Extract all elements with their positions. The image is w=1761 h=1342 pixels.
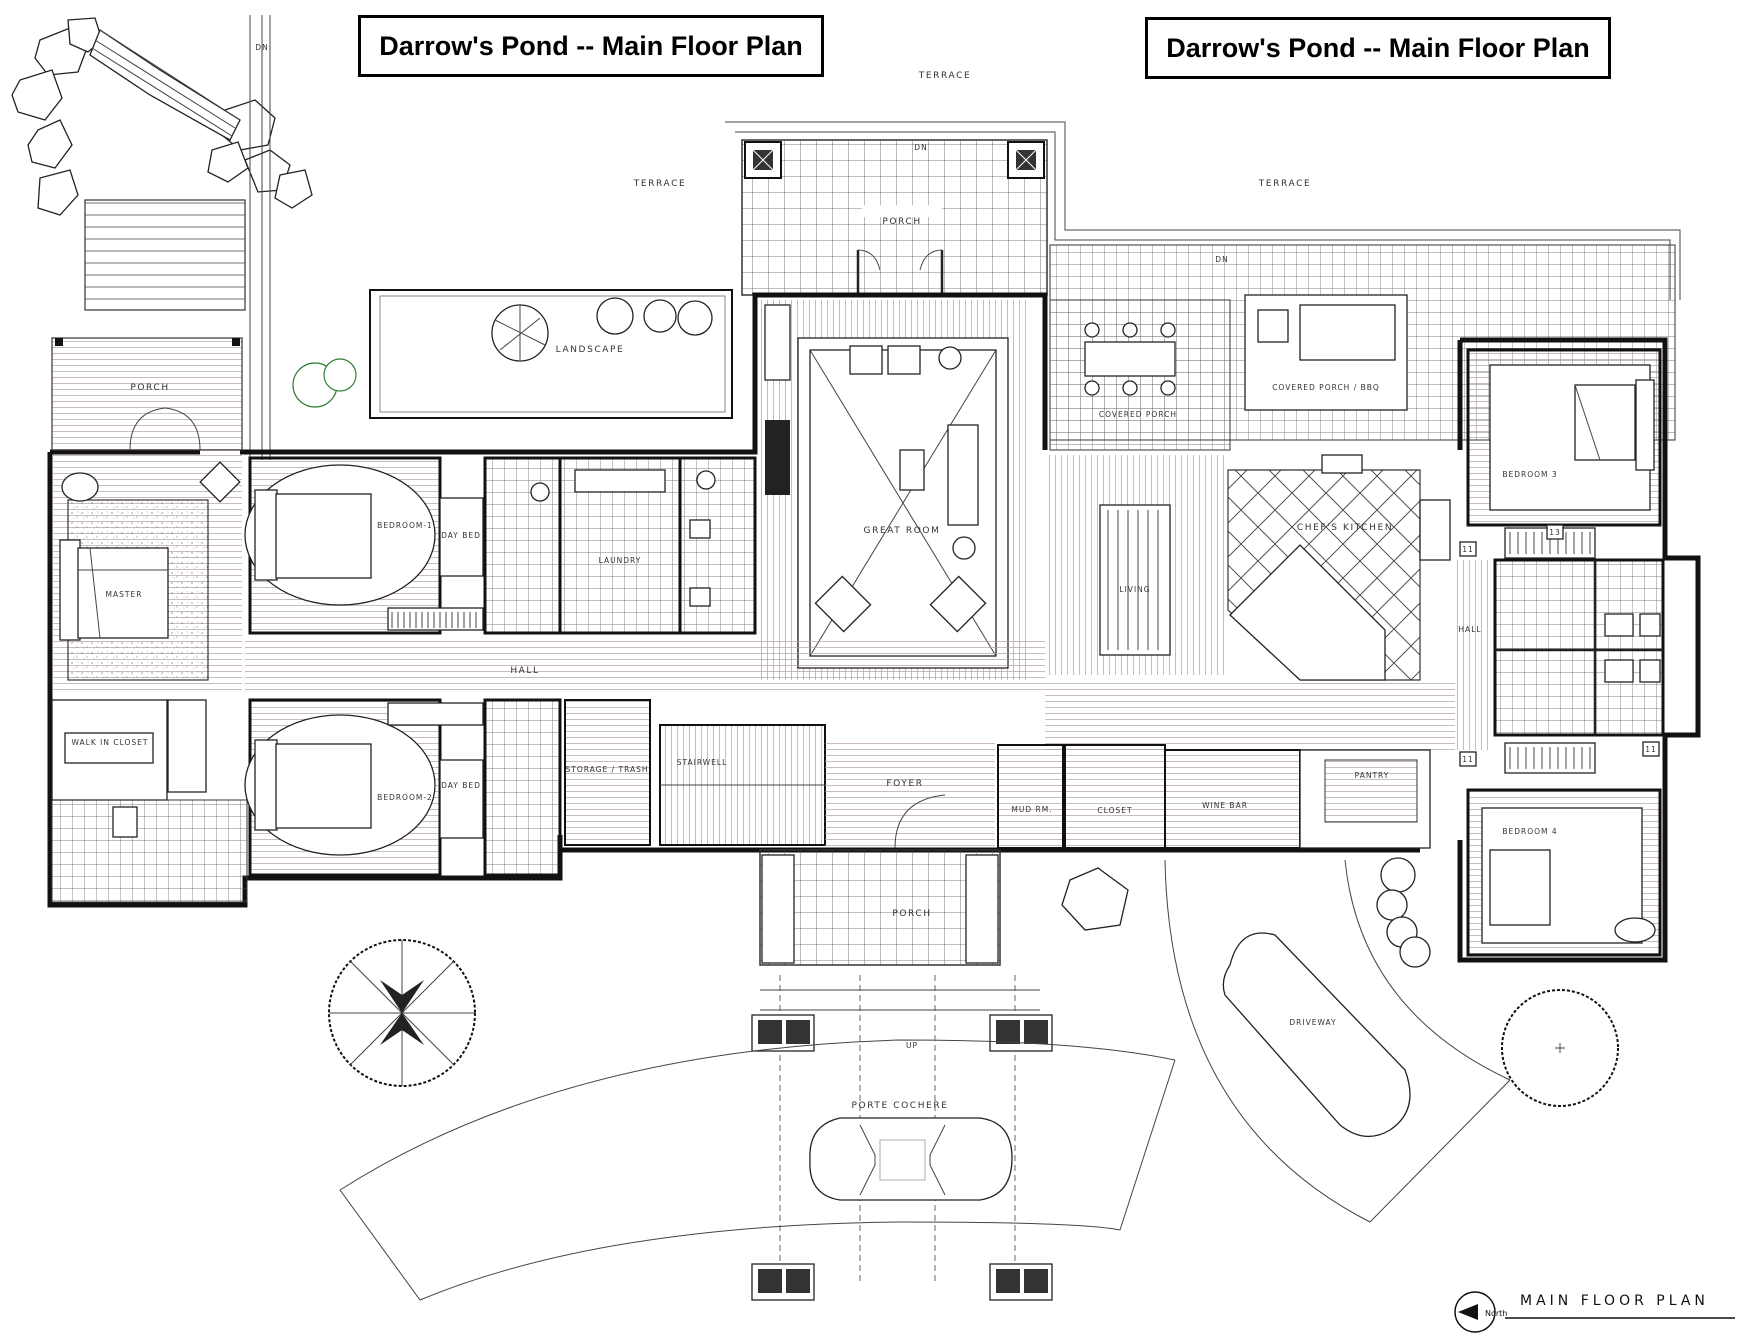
car-icon xyxy=(809,1117,1013,1201)
baths-right xyxy=(1493,558,1665,737)
mud-rm-label: MUD RM. xyxy=(1011,805,1052,814)
porte-cochere-label: PORTE COCHERE xyxy=(851,1101,948,1111)
tree-icon xyxy=(328,939,476,1087)
tree-icon-right xyxy=(1501,989,1619,1107)
wine-bar-label: WINE BAR xyxy=(1202,801,1248,810)
center-south: STORAGE / TRASH STAIRWELL FOYER MUD RM. … xyxy=(564,699,1431,849)
great-room: GREAT ROOM xyxy=(760,300,1030,680)
bedroom-3-label: BEDROOM 3 xyxy=(1502,470,1557,479)
tag-11c: 11 xyxy=(1645,745,1657,754)
main-floor-plan-label: MAIN FLOOR PLAN xyxy=(1520,1293,1709,1309)
master-bath: WALK IN CLOSET xyxy=(51,699,248,903)
porch-top-label: PORCH xyxy=(882,217,921,227)
porch-front: PORCH xyxy=(759,849,1001,966)
bath-laundry-upper: LAUNDRY xyxy=(483,456,757,635)
covered-porch: COVERED PORCH COVERED PORCH / BBQ xyxy=(1049,294,1408,451)
bedroom-1-label: BEDROOM-1 xyxy=(377,521,433,530)
shrubs xyxy=(1061,857,1431,968)
chefs-kitchen: CHEF'S KITCHEN xyxy=(1227,454,1451,681)
covered-porch-label: COVERED PORCH xyxy=(1099,410,1177,419)
stairwell-label: STAIRWELL xyxy=(677,758,728,767)
tag-11a: 11 xyxy=(1462,545,1474,554)
hall: HALL HALL xyxy=(245,560,1490,750)
covered-porch-bbq-label: COVERED PORCH / BBQ xyxy=(1272,383,1380,392)
terrace-label-top: TERRACE xyxy=(918,71,972,81)
tag-11b: 11 xyxy=(1462,755,1474,764)
hall-right-label: HALL xyxy=(1458,625,1481,634)
bedroom-4-label: BEDROOM 4 xyxy=(1502,827,1557,836)
title-left: Darrow's Pond -- Main Floor Plan xyxy=(379,30,803,61)
bedroom-2: BEDROOM-2 DAY BED xyxy=(244,698,484,877)
chefs-kitchen-label: CHEF'S KITCHEN xyxy=(1297,523,1393,533)
master-label: MASTER xyxy=(106,590,143,599)
porch-left-label: PORCH xyxy=(130,383,169,393)
title-box-right: Darrow's Pond -- Main Floor Plan xyxy=(1145,17,1611,79)
porte-cochere: UP PORTE COCHERE xyxy=(339,975,1176,1301)
stone-path: DN xyxy=(11,15,313,460)
landscape-bed: LANDSCAPE xyxy=(292,289,733,419)
porch-left: PORCH xyxy=(51,337,243,451)
hall-label: HALL xyxy=(510,666,539,676)
bedroom-3: BEDROOM 3 xyxy=(1466,348,1662,559)
day-bed-2-label: DAY BED xyxy=(441,781,481,790)
north-arrow-icon: North xyxy=(1454,1291,1507,1333)
tags: 11 11 11 13 xyxy=(1459,524,1660,767)
living-label: LIVING xyxy=(1119,585,1150,594)
porch-front-label: PORCH xyxy=(892,909,931,919)
dining-area: LIVING xyxy=(1045,455,1225,675)
foyer-label: FOYER xyxy=(886,779,923,789)
bedroom-1: BEDROOM-1 DAY BED xyxy=(244,456,484,635)
bath-2 xyxy=(483,698,562,877)
title-box-left: Darrow's Pond -- Main Floor Plan xyxy=(358,15,824,77)
tag-13: 13 xyxy=(1549,528,1561,537)
closet-label: CLOSET xyxy=(1097,806,1132,815)
porch-top: PORCH xyxy=(741,139,1048,296)
bedroom-4: BEDROOM 4 xyxy=(1466,742,1662,957)
laundry-label: LAUNDRY xyxy=(599,556,642,565)
terrace-label-left: TERRACE xyxy=(633,179,687,189)
terrace-label-right: TERRACE xyxy=(1258,179,1312,189)
title-right: Darrow's Pond -- Main Floor Plan xyxy=(1166,32,1590,63)
storage-trash-label: STORAGE / TRASH xyxy=(565,765,648,774)
landscape-label: LANDSCAPE xyxy=(556,345,625,355)
dn-label: DN xyxy=(255,43,268,52)
up-label: UP xyxy=(906,1041,918,1050)
driveway-label: DRIVEWAY xyxy=(1289,1018,1336,1027)
day-bed-1-label: DAY BED xyxy=(441,531,481,540)
master-bedroom: MASTER xyxy=(52,455,242,695)
walk-in-closet-label: WALK IN CLOSET xyxy=(72,738,149,747)
pantry-label: PANTRY xyxy=(1355,771,1390,780)
driveway: DRIVEWAY xyxy=(1164,859,1511,1223)
north-label: North xyxy=(1485,1309,1507,1318)
bedroom-2-label: BEDROOM-2 xyxy=(377,793,433,802)
great-room-label: GREAT ROOM xyxy=(864,526,941,536)
